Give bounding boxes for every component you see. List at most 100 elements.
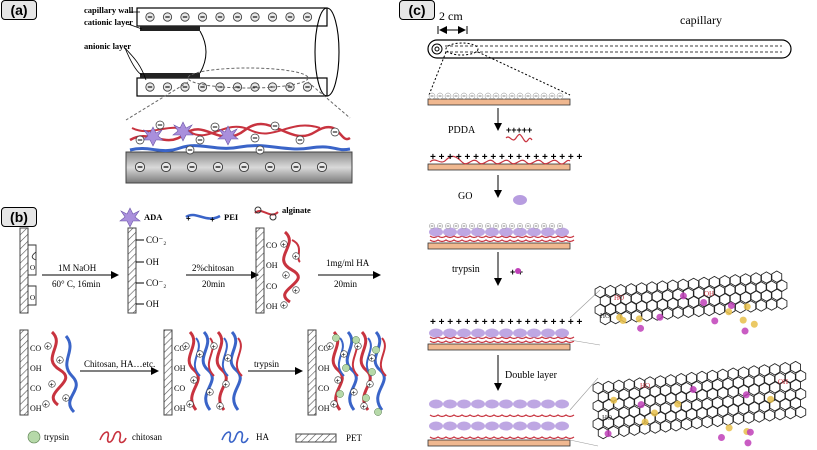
svg-text:OH: OH	[778, 378, 788, 386]
substrate-3	[428, 243, 570, 249]
legend-trypsin: trypsin	[44, 432, 70, 442]
step-pdda: PDDA	[448, 125, 476, 136]
go-structure-2	[593, 361, 806, 446]
legend-ha: HA	[256, 432, 269, 442]
ha-icon	[222, 432, 248, 443]
svg-text:OH: OH	[266, 302, 278, 311]
label-cationic-layer: cationic layer	[84, 17, 133, 27]
step2-line2: 20min	[202, 279, 226, 289]
substrate-1	[428, 99, 570, 105]
legend-ada: ADA	[144, 212, 163, 222]
svg-text:O: O	[30, 264, 35, 272]
capillary-tube	[428, 40, 791, 58]
svg-text:HO: HO	[640, 382, 650, 390]
step-trypsin: trypsin	[452, 264, 480, 275]
panel-a: capillary wall cationic layer anionic la…	[84, 5, 352, 183]
chitosan-icon	[100, 432, 126, 443]
step5-label: trypsin	[254, 359, 280, 369]
legend-alginate: alginate	[282, 205, 311, 215]
svg-text:+: +	[64, 396, 68, 403]
svg-text:+: +	[282, 303, 286, 310]
svg-text:+: +	[50, 382, 54, 389]
svg-text:O: O	[30, 294, 35, 302]
svg-text:CO⁻₂: CO⁻₂	[146, 235, 166, 245]
svg-text:+: +	[352, 390, 356, 397]
svg-text:CO: CO	[30, 344, 41, 353]
svg-text:+: +	[188, 402, 192, 409]
svg-text:+: +	[198, 352, 202, 359]
svg-text:+: +	[210, 215, 215, 224]
svg-text:OH: OH	[318, 364, 330, 373]
svg-text:OH: OH	[30, 404, 42, 413]
svg-text:OH: OH	[704, 290, 714, 298]
svg-text:CO: CO	[266, 241, 277, 250]
cationic-layer-bar	[140, 26, 200, 31]
svg-text:+: +	[368, 382, 372, 389]
svg-text:+++++: +++++	[506, 125, 532, 135]
legend-pet: PET	[346, 433, 363, 443]
trypsin-icon	[28, 431, 40, 443]
svg-text:OH: OH	[174, 404, 186, 413]
svg-text:+: +	[370, 356, 374, 363]
legend-pei: PEI	[224, 212, 239, 222]
step2-line1: 2%chitosan	[192, 263, 234, 273]
svg-text:+: +	[218, 404, 222, 411]
svg-text:+: +	[192, 378, 196, 385]
svg-text:+: +	[46, 344, 50, 351]
step3-line1: 1mg/ml HA	[326, 258, 370, 268]
capillary-label: capillary	[680, 13, 722, 27]
scale-label: 2 cm	[439, 9, 463, 23]
svg-text:+: +	[336, 378, 340, 385]
ada-icon	[120, 208, 140, 227]
svg-text:+: +	[294, 254, 298, 261]
svg-text:+: +	[362, 404, 366, 411]
svg-text:+: +	[208, 390, 212, 397]
svg-text:+: +	[44, 402, 48, 409]
pet-icon	[296, 434, 336, 442]
svg-text:CO: CO	[318, 384, 329, 393]
step-double-layer: Double layer	[505, 370, 558, 381]
step-go: GO	[458, 191, 472, 202]
svg-text:+: +	[342, 352, 346, 359]
svg-text:+: +	[328, 344, 332, 351]
svg-text:+: +	[284, 273, 288, 280]
svg-text:CO: CO	[174, 384, 185, 393]
multilayer-6: + + + + + + + + +	[327, 332, 386, 416]
step3-line2: 20min	[334, 279, 358, 289]
step1-line1: 1M NaOH	[58, 263, 97, 273]
substrate-2	[428, 164, 570, 170]
label-capillary-wall: capillary wall	[84, 5, 134, 15]
pei-icon	[186, 215, 220, 219]
label-anionic-layer: anionic layer	[84, 41, 131, 51]
svg-text:OH: OH	[146, 257, 159, 267]
svg-text:+: +	[226, 356, 230, 363]
svg-text:+: +	[282, 242, 286, 249]
svg-text:+: +	[332, 402, 336, 409]
substrate-5	[428, 440, 570, 446]
step1-line2: 60° C, 16min	[52, 279, 101, 289]
svg-text:+ + + + + + + + + + + + + + +: + + + + + + + + + + + + + + + + + +	[430, 317, 583, 328]
svg-text:+: +	[224, 382, 228, 389]
svg-text:+: +	[186, 214, 191, 223]
step4-label: Chitosan, HA…etc.	[84, 359, 155, 369]
legend-chitosan: chitosan	[132, 432, 162, 442]
svg-text:OH: OH	[174, 364, 186, 373]
svg-text:HO: HO	[602, 414, 612, 422]
substrate-4	[428, 344, 570, 350]
svg-text:HO: HO	[600, 312, 610, 320]
svg-text:+: +	[58, 358, 62, 365]
svg-text:CO: CO	[30, 384, 41, 393]
svg-text:OH: OH	[318, 404, 330, 413]
svg-text:CO: CO	[266, 282, 277, 291]
svg-text:OH: OH	[266, 261, 278, 270]
svg-text:+: +	[356, 344, 360, 351]
svg-text:+: +	[212, 344, 216, 351]
svg-text:OH: OH	[30, 364, 42, 373]
svg-text:OH: OH	[146, 299, 159, 309]
panel-c: 2 cm capillary PDDA +++++ + + + + + + + …	[428, 9, 806, 446]
panel-b: ADA + + PEI alginate O O 1M NaOH 60° C, …	[20, 205, 386, 443]
go-structure-1	[595, 271, 787, 335]
svg-text:+: +	[294, 288, 298, 295]
